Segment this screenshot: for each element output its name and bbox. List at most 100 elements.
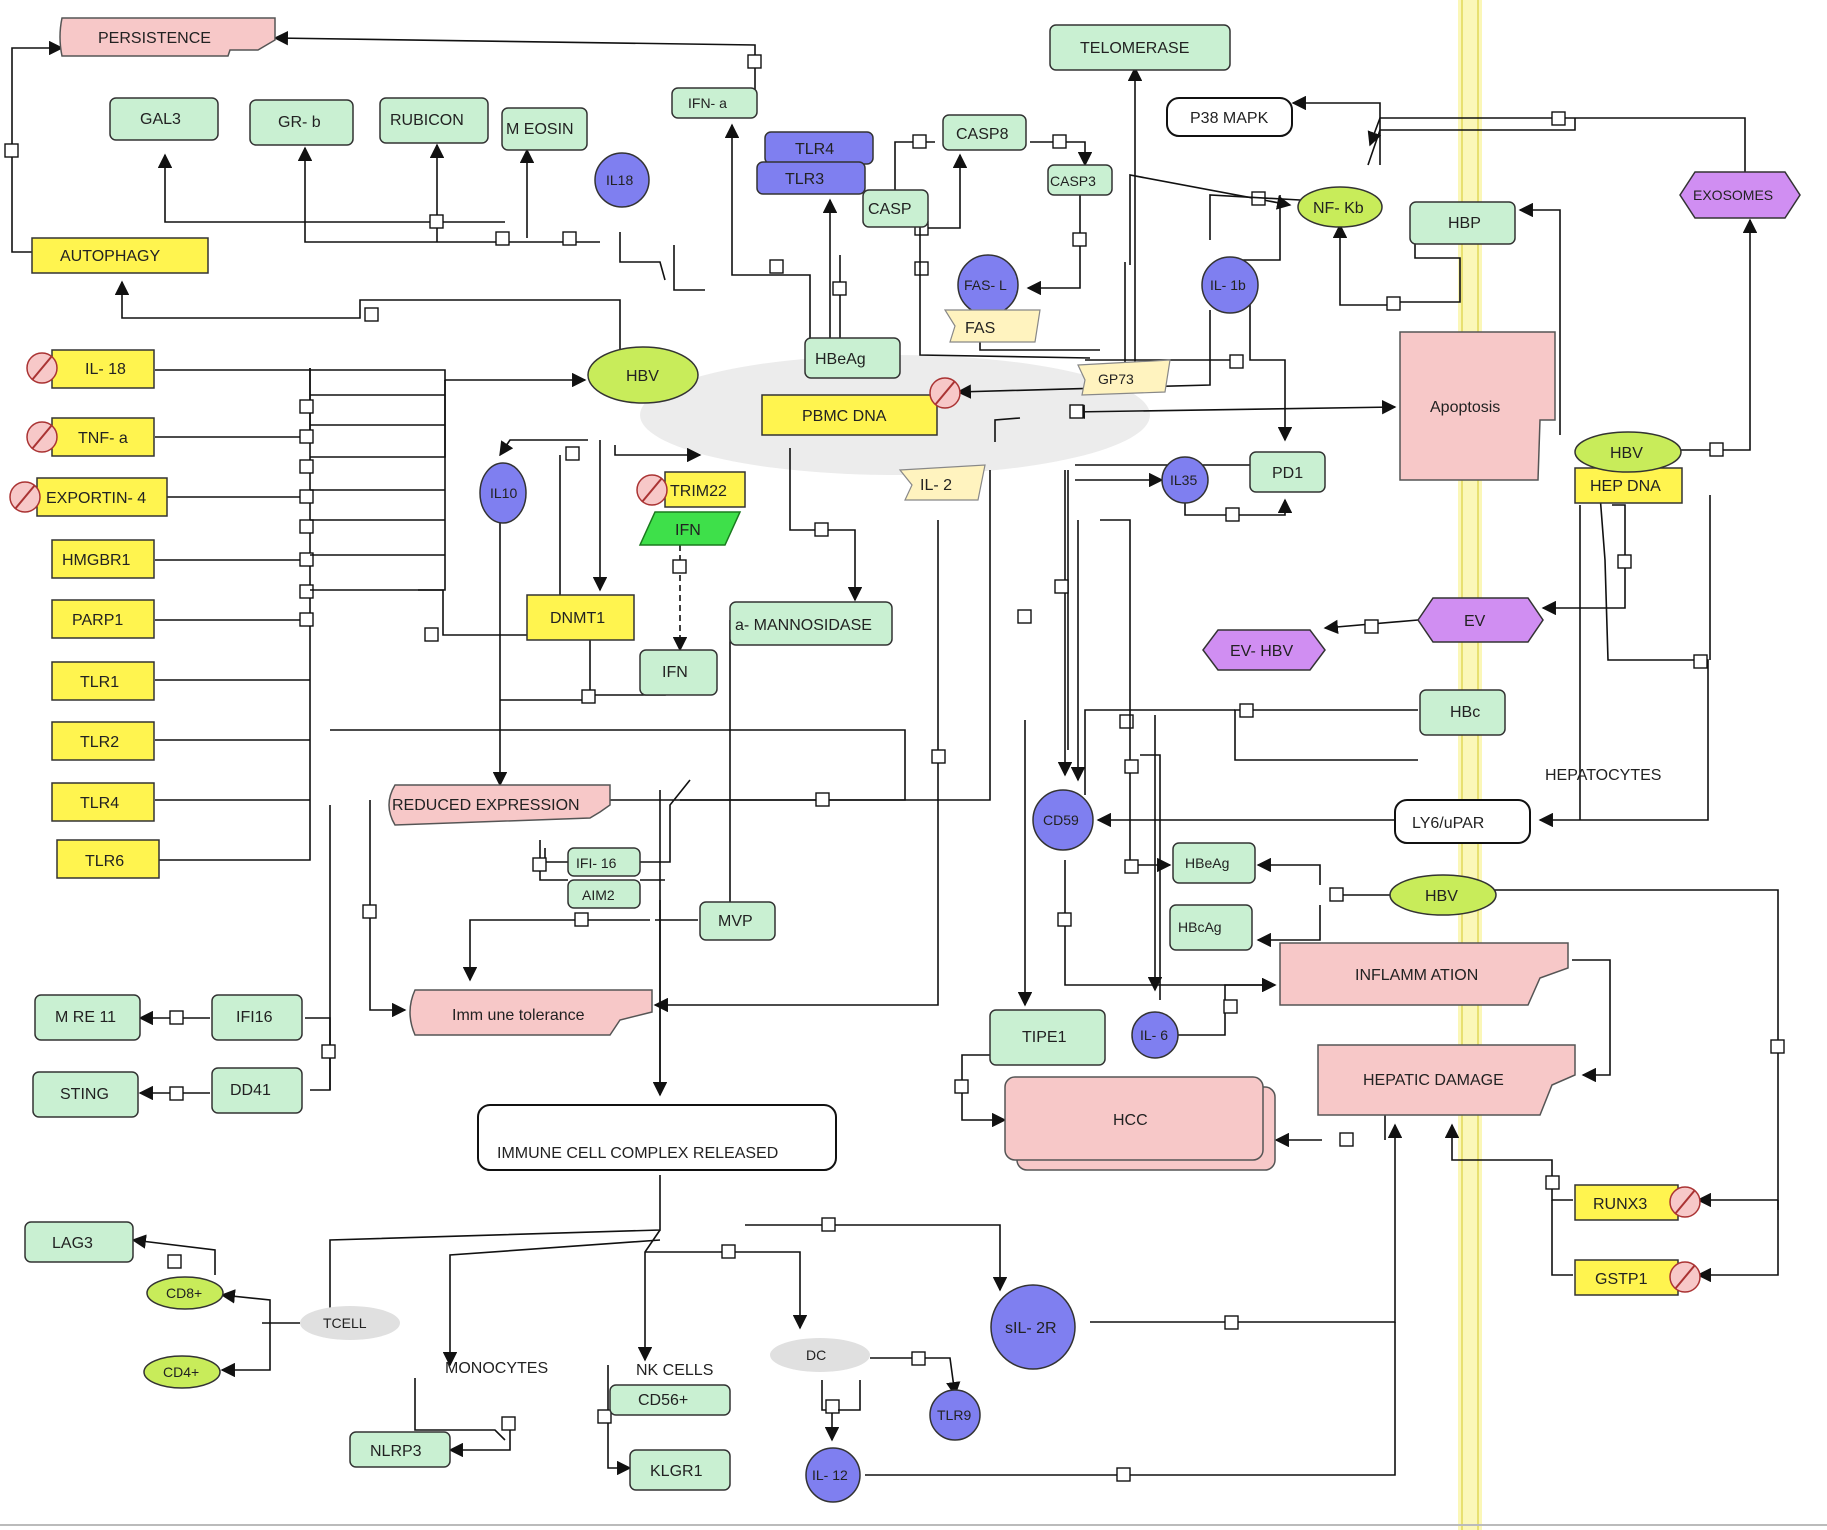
node-pbmc-dna[interactable]: PBMC DNA bbox=[761, 394, 938, 436]
node-il18-circle[interactable]: IL18 bbox=[594, 152, 650, 208]
node-il-1b[interactable]: IL- 1b bbox=[1201, 256, 1259, 314]
node-ifi16-a[interactable]: IFI- 16 bbox=[567, 847, 641, 877]
parp1-label: PARP1 bbox=[72, 612, 123, 629]
node-inflammation[interactable]: INFLAMM ATION bbox=[1279, 942, 1569, 1006]
node-rubicon[interactable]: RUBICON bbox=[379, 97, 489, 144]
degradation-icon bbox=[636, 474, 668, 506]
edge-monocytes-nlrp3 bbox=[448, 1430, 511, 1458]
node-hbv-hep[interactable]: HBV bbox=[1574, 431, 1682, 473]
node-hbv-lower[interactable]: HBV bbox=[1389, 874, 1497, 916]
node-nf-kb[interactable]: NF- Kb bbox=[1297, 186, 1383, 228]
node-a-mannosidase[interactable]: a- MANNOSIDASE bbox=[729, 601, 893, 646]
node-ifi16-b[interactable]: IFI16 bbox=[211, 994, 303, 1041]
node-tipe1[interactable]: TIPE1 bbox=[989, 1009, 1106, 1066]
node-il-2[interactable]: IL- 2 bbox=[898, 464, 986, 501]
node-lag3[interactable]: LAG3 bbox=[24, 1221, 134, 1263]
node-cd56[interactable]: CD56+ bbox=[609, 1384, 731, 1416]
tipe1-label: TIPE1 bbox=[1022, 1029, 1067, 1046]
gstp1-label: GSTP1 bbox=[1595, 1271, 1648, 1288]
node-casp8[interactable]: CASP8 bbox=[942, 114, 1027, 151]
node-tnf-a[interactable]: TNF- a bbox=[51, 417, 155, 457]
node-aim2[interactable]: AIM2 bbox=[567, 879, 641, 909]
node-il10[interactable]: IL10 bbox=[479, 462, 527, 524]
degradation-icon bbox=[1669, 1261, 1701, 1293]
p38-mapk-label: P38 MAPK bbox=[1190, 110, 1269, 127]
exportin-4-label: EXPORTIN- 4 bbox=[46, 490, 146, 507]
node-ev[interactable]: EV bbox=[1417, 597, 1544, 643]
node-casp3[interactable]: CASP3 bbox=[1047, 164, 1113, 196]
node-immune-cell-complex[interactable]: IMMUNE CELL COMPLEX RELEASED bbox=[477, 1104, 837, 1171]
node-reduced-expression[interactable]: REDUCED EXPRESSION bbox=[388, 784, 611, 826]
node-tlr4[interactable]: TLR4 bbox=[51, 782, 155, 822]
node-autophagy[interactable]: AUTOPHAGY bbox=[31, 237, 209, 274]
node-hepatic-damage[interactable]: HEPATIC DAMAGE bbox=[1317, 1044, 1576, 1116]
node-cd4[interactable]: CD4+ bbox=[143, 1355, 221, 1389]
node-hbeag-top[interactable]: HBeAg bbox=[804, 337, 901, 379]
edge-dc-tlr9 bbox=[870, 1357, 961, 1397]
node-apoptosis[interactable]: Apoptosis bbox=[1399, 331, 1556, 481]
node-pd1[interactable]: PD1 bbox=[1249, 451, 1326, 493]
node-sting[interactable]: STING bbox=[32, 1071, 139, 1118]
node-ev-hbv[interactable]: EV- HBV bbox=[1202, 629, 1326, 671]
sting-label: STING bbox=[60, 1086, 109, 1103]
node-hep-dna[interactable]: HEP DNA bbox=[1574, 467, 1683, 504]
node-mre11[interactable]: M RE 11 bbox=[34, 994, 141, 1041]
node-mvp[interactable]: MVP bbox=[699, 901, 776, 941]
node-hbp[interactable]: HBP bbox=[1409, 201, 1516, 245]
telomerase-label: TELOMERASE bbox=[1080, 40, 1189, 57]
node-ly6upar[interactable]: LY6/uPAR bbox=[1394, 799, 1531, 844]
node-ifn-para[interactable]: IFN bbox=[638, 511, 742, 546]
node-tlr2[interactable]: TLR2 bbox=[51, 721, 155, 761]
node-trim22[interactable]: TRIM22 bbox=[664, 471, 746, 508]
node-hbcag[interactable]: HBcAg bbox=[1169, 904, 1253, 951]
node-hbv-main[interactable]: HBV bbox=[587, 346, 699, 404]
node-hbc[interactable]: HBc bbox=[1419, 689, 1506, 736]
node-il-12[interactable]: IL- 12 bbox=[805, 1447, 861, 1503]
node-runx3[interactable]: RUNX3 bbox=[1574, 1184, 1679, 1221]
node-casp-left[interactable]: CASP bbox=[862, 189, 929, 228]
node-fas[interactable]: FAS bbox=[943, 309, 1041, 343]
node-telomerase[interactable]: TELOMERASE bbox=[1049, 24, 1231, 71]
node-tlr9[interactable]: TLR9 bbox=[929, 1389, 981, 1441]
node-exosomes[interactable]: EXOSOMES bbox=[1679, 171, 1801, 219]
node-immune-tolerance[interactable]: Imm une tolerance bbox=[409, 989, 653, 1036]
node-gstp1[interactable]: GSTP1 bbox=[1574, 1259, 1679, 1296]
node-hcc[interactable]: HCC bbox=[1004, 1076, 1276, 1171]
edge-il12-damage bbox=[865, 1322, 1396, 1476]
node-ifn-a[interactable]: IFN- a bbox=[671, 87, 758, 119]
gr-b-label: GR- b bbox=[278, 114, 321, 131]
node-gal3[interactable]: GAL3 bbox=[109, 97, 219, 141]
node-nlrp3[interactable]: NLRP3 bbox=[349, 1431, 451, 1468]
degradation-markers bbox=[9, 352, 1701, 1293]
node-meosin[interactable]: M EOSIN bbox=[501, 107, 588, 151]
nk-cells-label: NK CELLS bbox=[636, 1362, 713, 1379]
edge-to-nfkb bbox=[1332, 223, 1395, 306]
node-gr-b[interactable]: GR- b bbox=[249, 99, 354, 146]
node-tcell[interactable]: TCELL bbox=[300, 1306, 400, 1340]
node-tlr1[interactable]: TLR1 bbox=[51, 661, 155, 701]
node-exportin-4[interactable]: EXPORTIN- 4 bbox=[36, 477, 168, 517]
node-dd41[interactable]: DD41 bbox=[211, 1067, 303, 1114]
edge-autophagy-persistence bbox=[11, 40, 64, 253]
node-persistence[interactable]: PERSISTENCE bbox=[59, 17, 276, 57]
node-dnmt1[interactable]: DNMT1 bbox=[526, 594, 635, 641]
node-tlr6[interactable]: TLR6 bbox=[56, 839, 160, 879]
node-ifn-box[interactable]: IFN bbox=[639, 649, 718, 696]
node-klgr1[interactable]: KLGR1 bbox=[629, 1449, 731, 1491]
node-gp73[interactable]: GP73 bbox=[1077, 359, 1171, 396]
node-dc[interactable]: DC bbox=[770, 1338, 870, 1372]
node-il35[interactable]: IL35 bbox=[1161, 456, 1209, 504]
node-il-18[interactable]: IL- 18 bbox=[51, 349, 155, 389]
node-tlr4-top[interactable]: TLR4 bbox=[764, 131, 874, 165]
node-il-6[interactable]: IL- 6 bbox=[1131, 1011, 1179, 1059]
node-p38-mapk[interactable]: P38 MAPK bbox=[1166, 97, 1293, 137]
node-sil-2r[interactable]: sIL- 2R bbox=[990, 1284, 1076, 1370]
node-parp1[interactable]: PARP1 bbox=[51, 599, 155, 639]
node-hbeag-mid[interactable]: HBeAg bbox=[1172, 842, 1256, 884]
node-cd8[interactable]: CD8+ bbox=[146, 1276, 224, 1310]
node-cd59[interactable]: CD59 bbox=[1032, 789, 1094, 851]
lag3-label: LAG3 bbox=[52, 1235, 93, 1252]
node-fas-l[interactable]: FAS- L bbox=[957, 254, 1019, 316]
node-tlr3-top[interactable]: TLR3 bbox=[756, 161, 866, 195]
node-hmgbr1[interactable]: HMGBR1 bbox=[51, 539, 155, 579]
